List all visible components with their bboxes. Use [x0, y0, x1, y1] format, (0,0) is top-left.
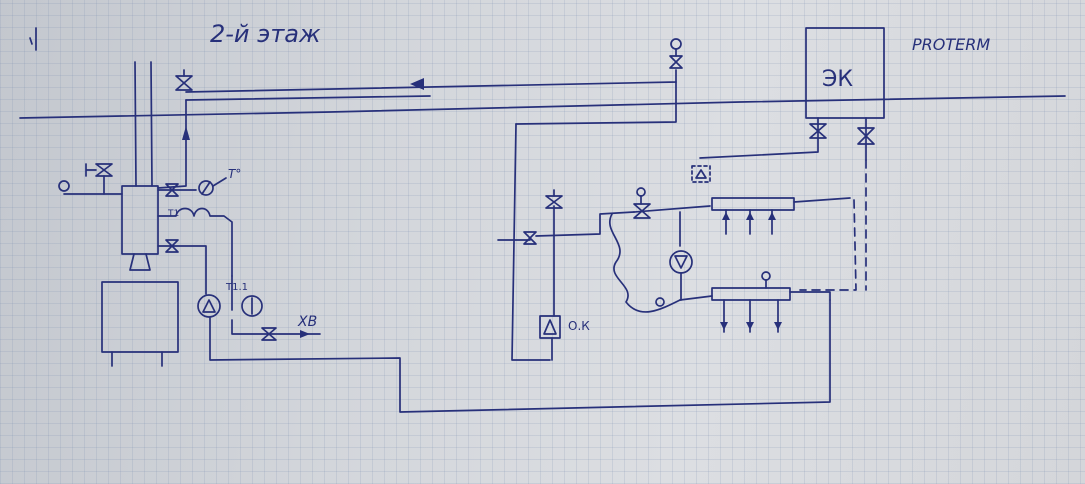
tank-feed-pipe	[535, 211, 635, 237]
flow-arrow-icon	[410, 78, 424, 90]
margin-mark	[29, 27, 37, 51]
cold-water-pipe	[231, 319, 321, 335]
coil-t1	[157, 207, 233, 277]
room-sensor-box	[691, 165, 711, 183]
return-valve-icon	[157, 239, 207, 295]
manifold-up-arrows-icon	[722, 212, 776, 220]
tank-valve-icon	[545, 195, 563, 209]
pressure-gauge-icon	[231, 275, 263, 317]
chimney-pipe	[134, 61, 153, 187]
temp-label: T°	[228, 167, 241, 181]
manifold-feed	[633, 205, 711, 213]
stub-valve-icon	[523, 231, 537, 245]
cold-water-valve-icon	[261, 327, 277, 341]
return-manifold	[711, 287, 791, 301]
boiler-body	[101, 281, 179, 353]
heating-loop	[609, 213, 681, 313]
manifold-branches	[725, 209, 773, 235]
boiler-left-pipe	[699, 117, 819, 159]
t11-label: T1.1	[225, 282, 248, 293]
return-vent-icon	[761, 271, 771, 281]
manifold-out-pipe	[793, 197, 851, 203]
boiler-supply-riser	[157, 99, 187, 189]
cold-water-label: ХВ	[297, 314, 317, 330]
burner-cone	[129, 253, 151, 271]
electric-boiler	[805, 27, 885, 119]
main-pipe-line	[19, 95, 1066, 119]
floor-title: 2-й этаж	[210, 20, 321, 48]
supply-manifold	[711, 197, 795, 211]
t1-label: T1	[167, 209, 179, 219]
loop-sensor-icon	[655, 297, 665, 307]
boiler-legs	[111, 351, 163, 367]
brand-label: PROTERM	[912, 35, 990, 54]
long-return-pipe	[209, 299, 831, 413]
manifold-pump-icon	[669, 250, 693, 274]
return-manifold-inlet	[679, 295, 713, 301]
return-out-pipe	[789, 291, 831, 301]
boiler-left-valve-icon	[809, 123, 827, 139]
tank-delta-icon	[543, 319, 557, 335]
manifold-vent-icon	[636, 187, 646, 197]
return-down-arrows-icon	[720, 322, 782, 330]
manifold-valve-icon	[633, 203, 651, 219]
return-pipe-line	[185, 95, 431, 101]
boiler-pump-icon	[197, 294, 221, 318]
room-sensor-icon	[695, 169, 707, 179]
boiler-label: ЭК	[822, 67, 853, 92]
thermometer-valve-icon	[157, 177, 227, 197]
supply-valve-icon	[175, 69, 193, 91]
heat-exchanger-block	[121, 185, 159, 255]
right-supply-pipe	[515, 81, 677, 125]
boiler-right-valve-icon	[857, 127, 875, 145]
safety-group-icon	[58, 163, 123, 195]
riser-arrow-icon	[182, 126, 190, 140]
dashed-link	[799, 199, 857, 291]
air-vent-valve-icon	[669, 38, 683, 69]
tank-label: О.К	[568, 319, 590, 333]
cold-water-arrow-icon	[300, 330, 310, 338]
expansion-tank	[539, 315, 561, 339]
supply-pipe	[185, 69, 677, 93]
right-vertical-pipe	[511, 123, 551, 361]
